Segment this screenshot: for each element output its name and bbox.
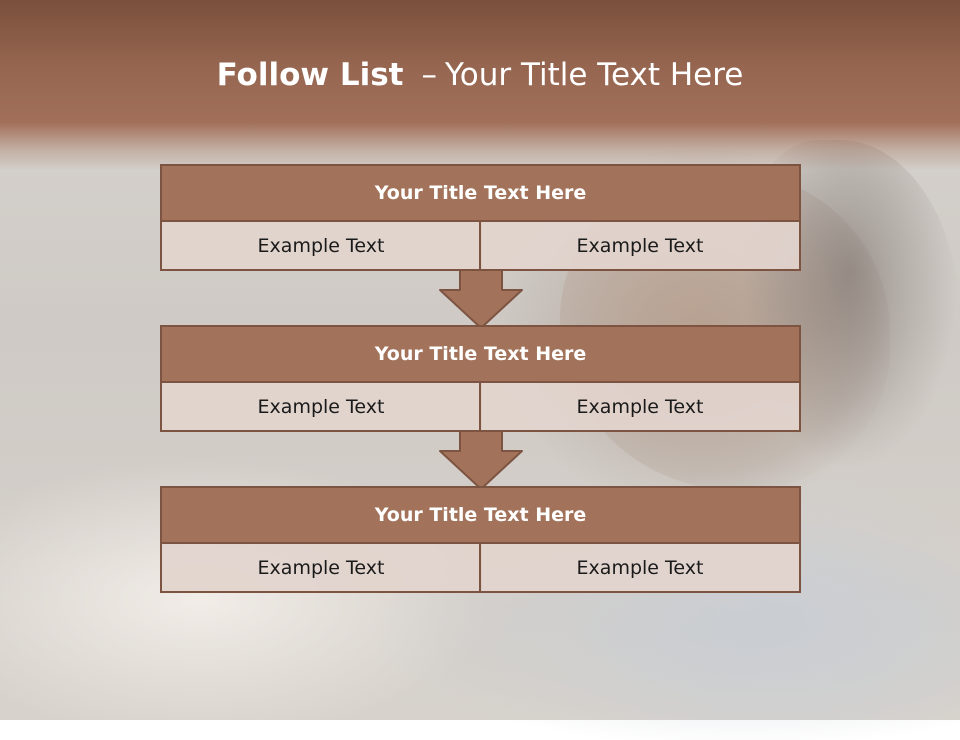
step-cell-left: Example Text — [160, 542, 482, 593]
slide-title: Follow List–Your Title Text Here — [0, 52, 960, 98]
step-title: Your Title Text Here — [160, 325, 801, 383]
slide-title-separator: – — [421, 57, 437, 93]
slide-title-bold: Follow List — [216, 57, 404, 93]
step-title: Your Title Text Here — [160, 164, 801, 222]
down-arrow-icon — [439, 270, 523, 329]
step-cell-right: Example Text — [479, 381, 801, 432]
step-cell-left: Example Text — [160, 220, 482, 271]
step-cell-right: Example Text — [479, 220, 801, 271]
step-cell-right: Example Text — [479, 542, 801, 593]
slide-title-rest: Your Title Text Here — [444, 57, 744, 93]
step-title: Your Title Text Here — [160, 486, 801, 544]
title-band — [0, 0, 960, 170]
step-cell-left: Example Text — [160, 381, 482, 432]
down-arrow-icon — [439, 431, 523, 490]
